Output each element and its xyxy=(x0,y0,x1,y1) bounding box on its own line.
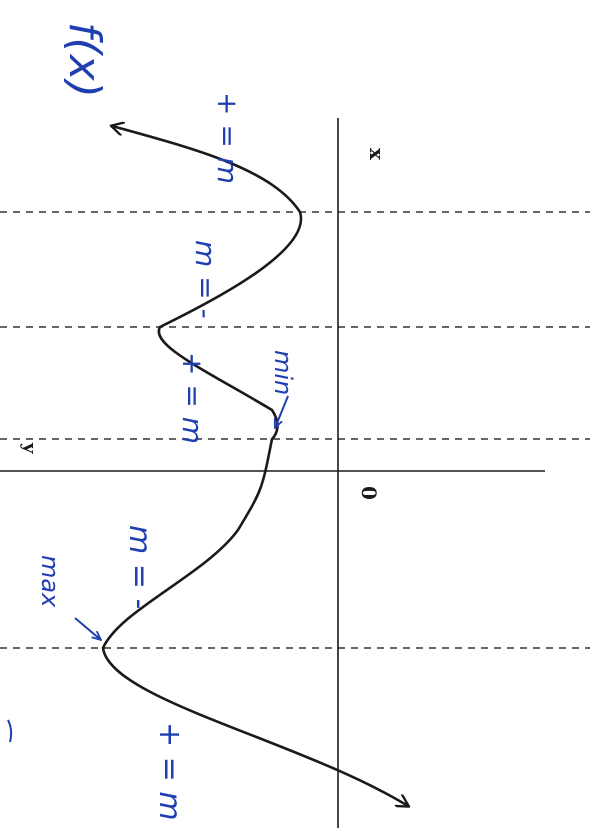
slope-negative-upper: m = - xyxy=(189,240,222,319)
max-arrow xyxy=(74,617,101,640)
slope-positive-top: + = m xyxy=(211,92,244,184)
y-axis-label: y xyxy=(19,442,40,454)
slope-positive-mid: + = m xyxy=(176,352,209,444)
x-axis-label: x xyxy=(365,148,389,161)
min-label: min xyxy=(269,350,297,395)
max-label: max xyxy=(36,555,64,608)
min-arrow xyxy=(275,395,289,428)
origin-label: 0 xyxy=(357,486,381,500)
slope-negative-lower: m = - xyxy=(122,525,157,609)
pen-stroke-mark xyxy=(7,719,13,743)
function-curve xyxy=(101,126,408,806)
function-label: f(x) xyxy=(59,22,110,98)
slope-positive-bottom: + = m xyxy=(152,722,187,821)
